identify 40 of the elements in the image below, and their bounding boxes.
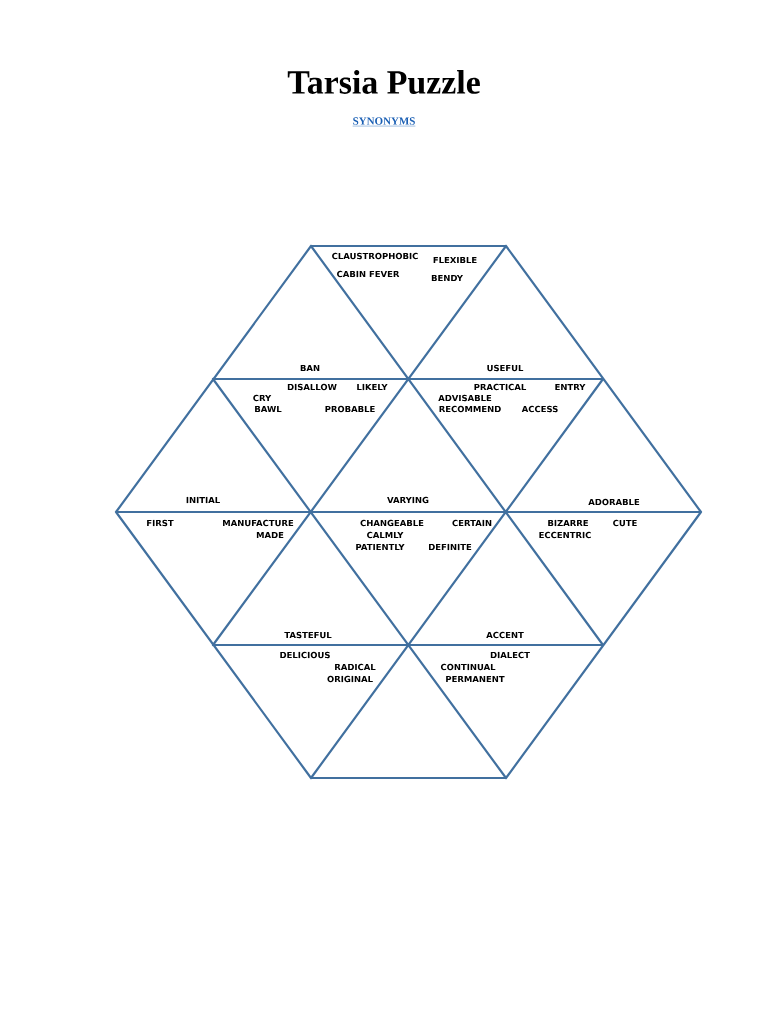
word-label: DISALLOW bbox=[287, 383, 337, 391]
word-label: DELICIOUS bbox=[280, 651, 330, 659]
word-label: ECCENTRIC bbox=[539, 531, 591, 539]
word-label: PATIENTLY bbox=[356, 543, 405, 551]
word-label: CHANGEABLE bbox=[360, 519, 424, 527]
word-label: BAWL bbox=[255, 405, 282, 413]
word-label: MANUFACTURE bbox=[223, 519, 294, 527]
word-label: ADORABLE bbox=[588, 498, 640, 506]
word-label: RADICAL bbox=[335, 663, 376, 671]
word-label: ACCENT bbox=[486, 631, 524, 639]
word-label: INITIAL bbox=[186, 496, 220, 504]
word-label: FIRST bbox=[147, 519, 174, 527]
word-label: CLAUSTROPHOBIC bbox=[332, 252, 418, 260]
word-label: CONTINUAL bbox=[440, 663, 496, 671]
word-label: VARYING bbox=[387, 496, 429, 504]
word-label: ACCESS bbox=[521, 405, 558, 413]
word-label: LIKELY bbox=[357, 383, 388, 391]
word-label: ADVISABLE bbox=[438, 394, 492, 402]
word-label: BENDY bbox=[431, 274, 463, 282]
word-label: DEFINITE bbox=[429, 543, 472, 551]
word-label: CALMLY bbox=[367, 531, 404, 539]
word-label: PROBABLE bbox=[325, 405, 375, 413]
word-label: USEFUL bbox=[487, 364, 524, 372]
word-label: DIALECT bbox=[490, 651, 530, 659]
word-label: MADE bbox=[256, 531, 284, 539]
word-label: ORIGINAL bbox=[327, 675, 373, 683]
word-label: CABIN FEVER bbox=[337, 270, 400, 278]
word-label: CUTE bbox=[613, 519, 637, 527]
word-label: BIZARRE bbox=[548, 519, 588, 527]
word-label: PERMANENT bbox=[446, 675, 505, 683]
word-label: CRY bbox=[253, 394, 272, 402]
word-label: BAN bbox=[300, 364, 320, 372]
word-label: PRACTICAL bbox=[474, 383, 527, 391]
word-label: TASTEFUL bbox=[284, 631, 332, 639]
word-label: FLEXIBLE bbox=[433, 256, 477, 264]
subtitle-link: SYNONYMS bbox=[352, 117, 416, 127]
title: Tarsia Puzzle bbox=[287, 70, 480, 94]
word-label: CERTAIN bbox=[452, 519, 492, 527]
word-label: ENTRY bbox=[555, 383, 586, 391]
word-label: RECOMMEND bbox=[439, 405, 501, 413]
